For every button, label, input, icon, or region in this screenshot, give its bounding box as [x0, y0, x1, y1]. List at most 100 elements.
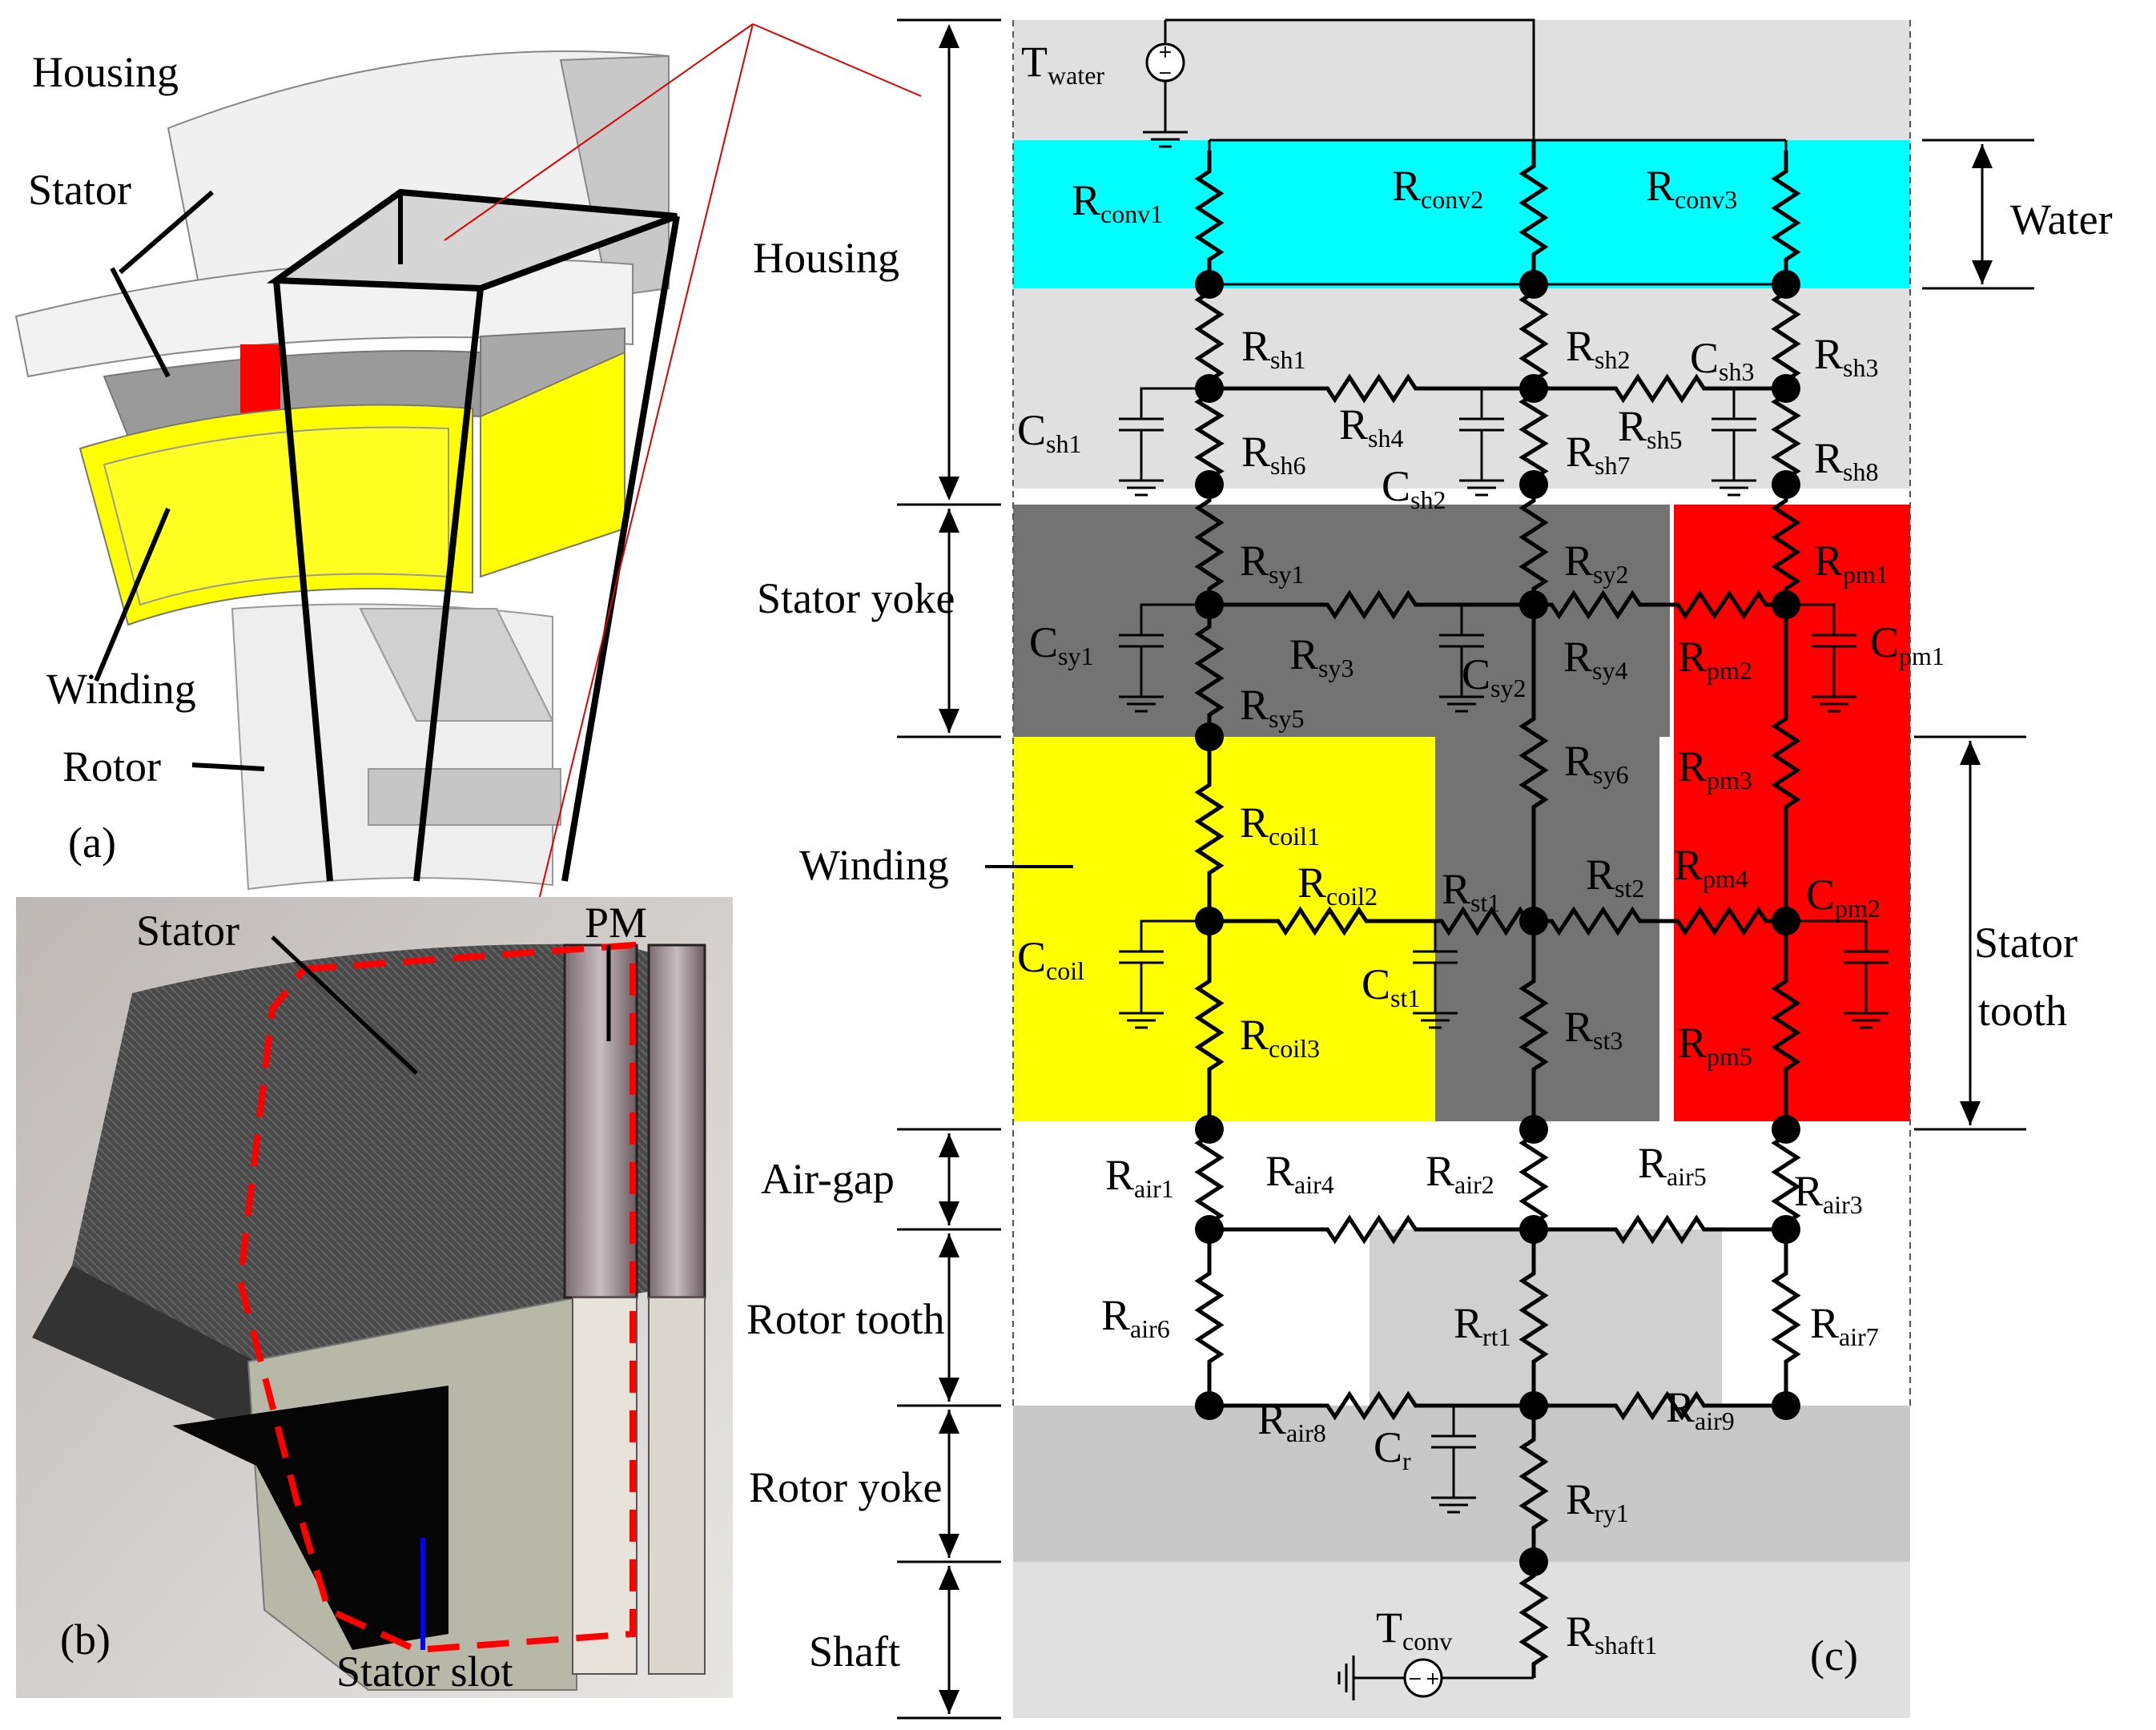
node-ry2	[1772, 1391, 1800, 1420]
label-rotor-a: Rotor	[62, 742, 161, 791]
t-water-label: Twater	[1021, 38, 1104, 90]
r-air4-label: Rair4	[1265, 1147, 1334, 1199]
region-rotor-tooth	[1370, 1229, 1722, 1406]
region-label-water: Water	[2010, 195, 2113, 243]
r-pm2-label: Rpm2	[1678, 633, 1752, 685]
r-st3	[1518, 921, 1549, 1129]
r-pm5-label: Rpm5	[1678, 1019, 1752, 1071]
label-pm-b: PM	[585, 899, 647, 947]
r-pm1	[1771, 485, 1801, 605]
r-conv1	[1194, 151, 1225, 280]
c-sh2-wire	[1480, 387, 1534, 419]
panel-b-photo: Stator PM Stator slot (b)	[16, 897, 733, 1698]
r-sy2	[1518, 485, 1549, 605]
r-air9	[1534, 1390, 1786, 1421]
t-conv-label: Tconv	[1376, 1603, 1452, 1656]
c-sh1-wire	[1140, 387, 1209, 419]
c-pm2-label: Cpm2	[1806, 871, 1880, 923]
c-pm1-label: Cpm1	[1870, 618, 1945, 670]
c-sh3-label: Csh3	[1690, 334, 1754, 386]
r-air1-label: Rair1	[1105, 1151, 1174, 1203]
panel-label-b: (b)	[60, 1615, 111, 1664]
c-sh3-wire	[1732, 387, 1786, 419]
r-sy3-label: Rsy3	[1289, 630, 1354, 682]
r-pm3	[1771, 605, 1801, 921]
r-sh4	[1209, 373, 1534, 404]
c-pm2-wire	[1786, 919, 1868, 952]
r-air1	[1194, 1129, 1225, 1229]
c-sy2-wire	[1460, 603, 1534, 635]
c-sy1-label: Csy1	[1029, 618, 1093, 670]
r-conv1-label: Rconv1	[1072, 176, 1163, 228]
r-conv3	[1771, 151, 1801, 280]
panel-label-a: (a)	[68, 819, 116, 867]
plus-sign: +	[1426, 1669, 1440, 1689]
c-r-label: Cr	[1374, 1423, 1411, 1475]
panel-c-circuit: Housing Stator yoke Winding Air-gap Roto…	[746, 18, 2113, 1720]
region-shaft	[1013, 1562, 1910, 1718]
r-sh7-label: Rsh7	[1566, 428, 1630, 480]
r-air2	[1518, 1129, 1549, 1229]
c-pm1-wire	[1786, 603, 1836, 635]
c-coil-wire	[1140, 919, 1209, 952]
panel-a-3d-model: Housing Stator Winding Rotor (a)	[14, 23, 922, 1058]
r-sy1	[1194, 485, 1225, 605]
r-sh2-label: Rsh2	[1566, 322, 1630, 374]
r-sy6	[1518, 605, 1549, 921]
minus-sign: −	[1408, 1669, 1422, 1689]
r-st3-label: Rst3	[1564, 1003, 1623, 1055]
r-sy6-label: Rsy6	[1564, 737, 1628, 789]
r-pm3-label: Rpm3	[1678, 742, 1752, 795]
region-rotor-yoke	[1013, 1406, 1910, 1562]
r-air5-label: Rair5	[1638, 1139, 1707, 1191]
r-coil2	[1209, 906, 1435, 936]
r-air3-label: Rair3	[1794, 1167, 1863, 1219]
region-stator-tooth	[1435, 505, 1659, 1121]
label-housing-a: Housing	[32, 48, 179, 96]
region-winding	[1013, 737, 1435, 1121]
label-stator-slot-b: Stator slot	[336, 1648, 513, 1696]
panel-label-c: (c)	[1810, 1631, 1858, 1680]
r-air6-label: Rair6	[1101, 1291, 1170, 1343]
r-sy5-label: Rsy5	[1240, 681, 1304, 733]
r-air7	[1771, 1229, 1801, 1406]
c-coil-label: Ccoil	[1017, 933, 1084, 985]
r-pm4	[1658, 906, 1786, 936]
node-ry0	[1195, 1391, 1224, 1420]
r-st2	[1534, 906, 1658, 936]
c-sh2-label: Csh2	[1382, 462, 1446, 514]
r-sy2-label: Rsy2	[1564, 537, 1628, 589]
r-conv2	[1518, 140, 1549, 280]
c-st1-label: Cst1	[1362, 960, 1420, 1012]
r-air5	[1534, 1214, 1786, 1245]
r-coil3-label: Rcoil3	[1240, 1011, 1320, 1063]
r-air8	[1209, 1390, 1534, 1421]
r-sy4	[1534, 589, 1658, 620]
r-sh1-label: Rsh1	[1241, 322, 1305, 374]
r-air6	[1194, 1229, 1225, 1406]
r-coil1-label: Rcoil1	[1240, 799, 1320, 851]
r-rt1-label: Rrt1	[1454, 1299, 1511, 1351]
dashed-outline	[236, 941, 636, 1654]
r-st2-label: Rst2	[1586, 851, 1644, 903]
r-sh4-label: Rsh4	[1339, 400, 1403, 453]
label-stator-b: Stator	[136, 907, 239, 955]
r-coil2-label: Rcoil2	[1297, 859, 1378, 911]
r-st1-label: Rst1	[1442, 865, 1500, 917]
plus-sign: +	[1158, 42, 1173, 62]
wire-water-top	[1165, 18, 1535, 140]
r-coil1	[1194, 737, 1225, 921]
region-label-stator-yoke: Stator yoke	[757, 574, 955, 622]
region-label-shaft: Shaft	[809, 1627, 900, 1676]
c-r-wire	[1452, 1404, 1534, 1436]
c-sy2-label: Csy2	[1462, 650, 1526, 702]
stator-slot-hole	[172, 1386, 448, 1650]
r-air8-label: Rair8	[1257, 1395, 1326, 1447]
r-air9-label: Rair9	[1666, 1383, 1735, 1435]
region-label-housing: Housing	[753, 234, 899, 282]
r-pm2	[1658, 589, 1786, 620]
r-shaft1	[1518, 1562, 1549, 1678]
dimension-arrows	[897, 18, 2034, 1720]
